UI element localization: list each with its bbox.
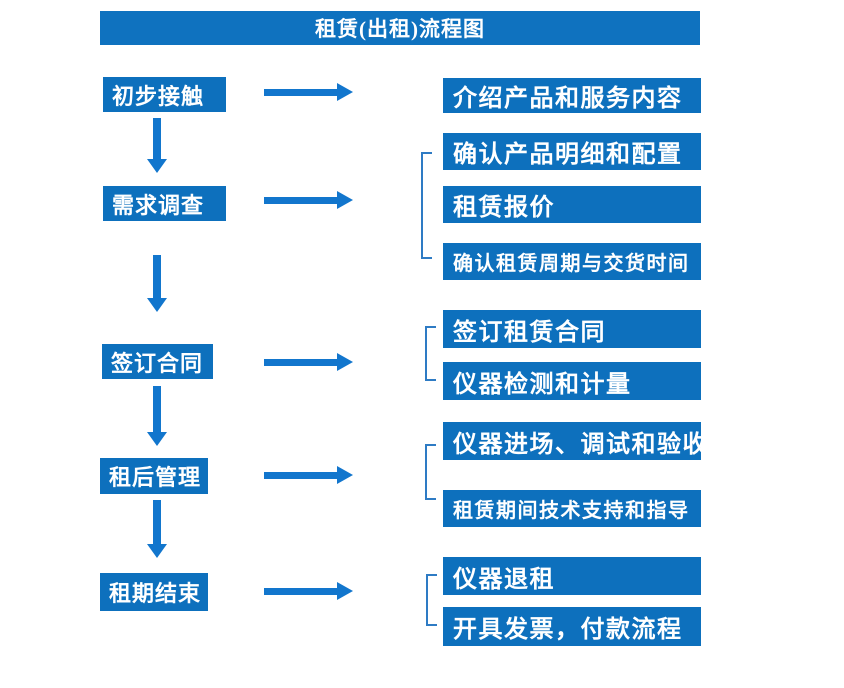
arrow-right-icon — [264, 466, 353, 484]
arrow-shaft — [153, 500, 161, 544]
arrow-head — [147, 298, 167, 312]
stage-label: 租后管理 — [109, 465, 202, 490]
output-box-instrument-setup-acceptance: 仪器进场、调试和验收 — [443, 422, 707, 460]
arrow-shaft — [264, 88, 337, 96]
arrow-shaft — [264, 358, 337, 366]
arrow-head — [147, 544, 167, 558]
page-title: 租赁(出租)流程图 — [315, 17, 485, 41]
arrow-right-icon — [264, 83, 353, 101]
arrow-shaft — [153, 386, 161, 432]
stage-label: 初步接触 — [112, 83, 205, 109]
output-box-introduce-products: 介绍产品和服务内容 — [443, 78, 701, 113]
arrow-head — [337, 83, 353, 101]
arrow-right-icon — [264, 191, 353, 209]
stage-box-sign-contract: 签订合同 — [102, 344, 213, 379]
arrow-head — [147, 432, 167, 446]
arrow-head — [337, 353, 353, 371]
arrow-head — [337, 191, 353, 209]
stage-box-rental-end: 租期结束 — [100, 573, 208, 611]
output-box-sign-rental-contract: 签订租赁合同 — [443, 310, 701, 348]
arrow-head — [147, 159, 167, 173]
title-bar: 租赁(出租)流程图 — [100, 11, 700, 45]
arrow-head — [337, 582, 353, 600]
output-box-instrument-testing: 仪器检测和计量 — [443, 362, 701, 400]
arrow-shaft — [264, 196, 337, 204]
arrow-right-icon — [264, 353, 353, 371]
arrow-down-icon — [147, 500, 167, 558]
group-bracket-rental-end — [426, 574, 437, 626]
output-box-confirm-product-details: 确认产品明细和配置 — [443, 133, 701, 170]
group-bracket-post-rental — [425, 444, 436, 500]
stage-label: 签订合同 — [111, 350, 204, 376]
arrow-head — [337, 466, 353, 484]
arrow-shaft — [264, 471, 337, 479]
group-bracket-demand-survey — [421, 152, 432, 259]
arrow-down-icon — [147, 118, 167, 173]
output-box-invoice-payment: 开具发票，付款流程 — [443, 607, 701, 646]
stage-box-initial-contact: 初步接触 — [103, 77, 226, 112]
arrow-shaft — [153, 255, 161, 298]
arrow-down-icon — [147, 386, 167, 446]
stage-label: 需求调查 — [112, 192, 205, 218]
arrow-shaft — [264, 587, 337, 595]
output-box-instrument-return: 仪器退租 — [443, 557, 701, 595]
output-box-confirm-period-delivery: 确认租赁周期与交货时间 — [443, 243, 701, 280]
arrow-down-icon — [147, 255, 167, 312]
group-bracket-sign-contract — [425, 326, 436, 381]
stage-label: 租期结束 — [109, 581, 202, 606]
arrow-shaft — [153, 118, 161, 159]
output-box-rental-quote: 租赁报价 — [443, 186, 701, 223]
output-box-tech-support: 租赁期间技术支持和指导 — [443, 490, 701, 527]
stage-box-post-rental-management: 租后管理 — [100, 458, 208, 494]
arrow-right-icon — [264, 582, 353, 600]
stage-box-demand-survey: 需求调查 — [103, 186, 226, 221]
